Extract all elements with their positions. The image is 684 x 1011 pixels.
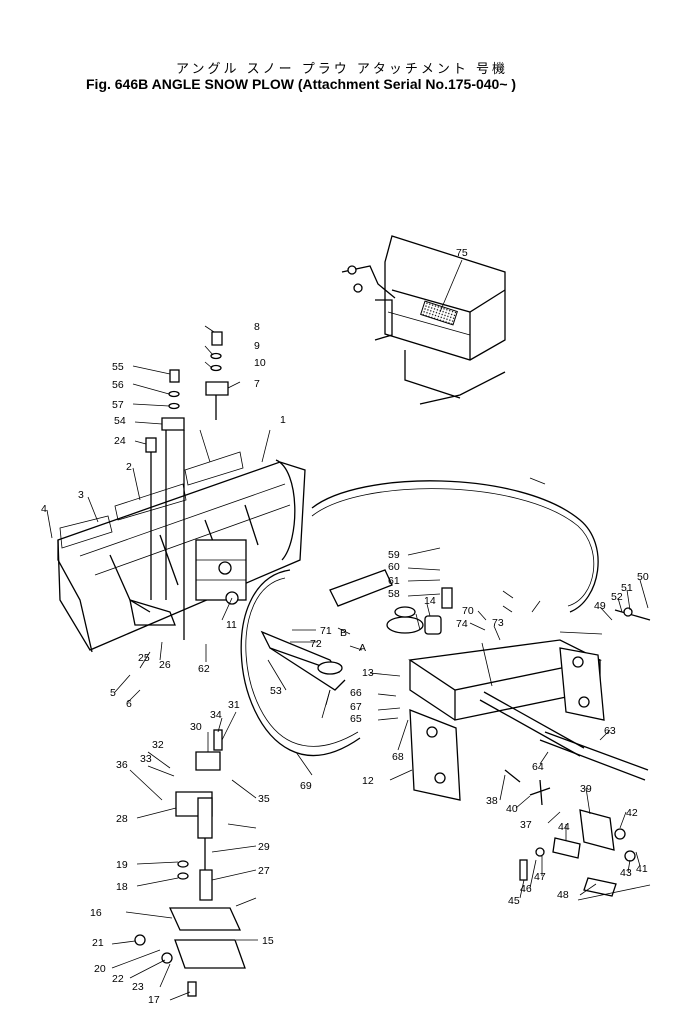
part-label-49: 49 xyxy=(594,600,606,612)
part-label-66: 66 xyxy=(350,687,362,699)
part-label-67: 67 xyxy=(350,701,362,713)
part-label-13: 13 xyxy=(362,667,374,679)
part-label-19: 19 xyxy=(116,859,128,871)
part-label-40: 40 xyxy=(506,803,518,815)
part-label-47: 47 xyxy=(534,871,546,883)
part-label-1: 1 xyxy=(280,414,286,426)
part-label-59: 59 xyxy=(388,549,400,561)
bolt-stack-8-7 xyxy=(205,331,229,420)
part-label-53: 53 xyxy=(270,685,282,697)
part-label-30: 30 xyxy=(190,721,202,733)
part-label-63: 63 xyxy=(604,725,616,737)
part-label-64: 64 xyxy=(532,761,544,773)
part-label-70: 70 xyxy=(462,605,474,617)
part-label-26: 26 xyxy=(159,659,171,671)
part-label-14: 14 xyxy=(424,595,436,607)
plow-blade xyxy=(57,451,306,653)
part-label-58: 58 xyxy=(388,588,400,600)
part-label-44: 44 xyxy=(558,821,570,833)
part-label-75: 75 xyxy=(456,247,468,259)
part-label-17: 17 xyxy=(148,994,160,1006)
part-label-33: 33 xyxy=(140,753,152,765)
part-label-2: 2 xyxy=(126,461,132,473)
hose-64 xyxy=(479,691,585,757)
part-label-22: 22 xyxy=(112,973,124,985)
part-label-35: 35 xyxy=(258,793,270,805)
part-label-A: A xyxy=(359,642,366,654)
part-label-45: 45 xyxy=(508,895,520,907)
part-75-decal xyxy=(420,300,458,326)
part-label-34: 34 xyxy=(210,709,222,721)
diagram-title-english: Fig. 646B ANGLE SNOW PLOW (Attachment Se… xyxy=(86,76,517,92)
part-label-5: 5 xyxy=(110,687,116,699)
part-label-71: 71 xyxy=(320,625,332,637)
part-label-48: 48 xyxy=(557,889,569,901)
leader-lines xyxy=(46,259,649,1001)
bolt-stack-55-54 xyxy=(145,369,185,640)
part-label-20: 20 xyxy=(94,963,106,975)
part-label-42: 42 xyxy=(626,807,638,819)
hose-69-upper xyxy=(311,480,599,613)
part-label-38: 38 xyxy=(486,795,498,807)
part-label-62: 62 xyxy=(198,663,210,675)
part-label-37: 37 xyxy=(520,819,532,831)
part-label-18: 18 xyxy=(116,881,128,893)
link-assembly xyxy=(504,607,651,901)
part-label-28: 28 xyxy=(116,813,128,825)
part-label-7: 7 xyxy=(254,378,260,390)
part-label-11: 11 xyxy=(226,619,237,631)
part-label-23: 23 xyxy=(132,981,144,993)
part-label-31: 31 xyxy=(228,699,240,711)
part-label-57: 57 xyxy=(112,399,124,411)
part-label-69: 69 xyxy=(300,780,312,792)
diagram-title-japanese: アングル スノー プラウ アタッチメント 号機 xyxy=(175,62,508,77)
part-label-73: 73 xyxy=(492,617,504,629)
part-label-15: 15 xyxy=(262,935,274,947)
part-label-56: 56 xyxy=(112,379,124,391)
part-label-36: 36 xyxy=(116,759,128,771)
hose-69-lower xyxy=(240,569,361,756)
hose-63 xyxy=(539,731,649,781)
main-frame xyxy=(408,587,605,801)
part-label-10: 10 xyxy=(254,357,266,369)
tractor-cab-outline xyxy=(341,235,506,405)
lift-cylinder xyxy=(329,569,424,634)
part-label-54: 54 xyxy=(114,415,126,427)
part-label-B: B xyxy=(340,627,347,639)
part-label-27: 27 xyxy=(258,865,270,877)
part-label-61: 61 xyxy=(388,575,400,587)
part-label-12: 12 xyxy=(362,775,374,787)
part-label-24: 24 xyxy=(114,435,126,447)
part-label-52: 52 xyxy=(611,591,623,603)
part-label-3: 3 xyxy=(78,489,84,501)
part-label-8: 8 xyxy=(254,321,260,333)
part-number-labels: 1234568910711121314151617181920212223242… xyxy=(41,247,649,1006)
part-label-41: 41 xyxy=(636,863,648,875)
part-label-72: 72 xyxy=(310,638,322,650)
part-label-32: 32 xyxy=(152,739,164,751)
part-label-9: 9 xyxy=(254,340,260,352)
part-label-4: 4 xyxy=(41,503,47,515)
part-label-51: 51 xyxy=(621,582,633,594)
part-label-21: 21 xyxy=(92,937,104,949)
part-label-25: 25 xyxy=(138,652,150,664)
part-label-65: 65 xyxy=(350,713,362,725)
frame-53-arm xyxy=(260,630,346,691)
part-label-74: 74 xyxy=(456,618,468,630)
part-label-16: 16 xyxy=(90,907,102,919)
part-label-43: 43 xyxy=(620,867,632,879)
part-label-55: 55 xyxy=(112,361,124,373)
part-label-6: 6 xyxy=(126,698,132,710)
part-label-68: 68 xyxy=(392,751,404,763)
part-label-60: 60 xyxy=(388,561,400,573)
part-label-39: 39 xyxy=(580,783,592,795)
part-label-50: 50 xyxy=(637,571,649,583)
part-label-46: 46 xyxy=(520,883,532,895)
part-label-29: 29 xyxy=(258,841,270,853)
